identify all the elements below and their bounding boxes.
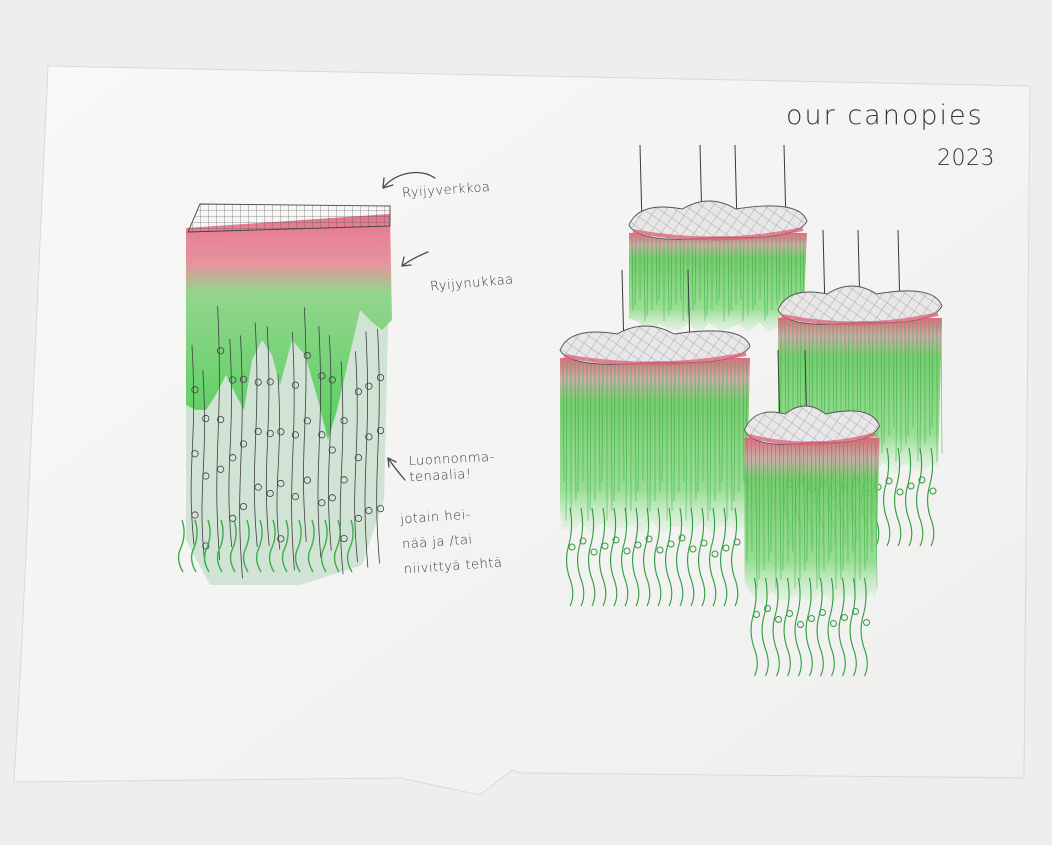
- label-natural-material: Luonnonma- tenaalia!: [408, 450, 496, 486]
- sketch-year: 2023: [937, 146, 995, 171]
- label-material-note: jotain hei- nää ja /tai niivittyä tehtä: [400, 501, 504, 583]
- detail-drawing: [179, 204, 392, 585]
- sketch-title: our canopies: [786, 100, 984, 131]
